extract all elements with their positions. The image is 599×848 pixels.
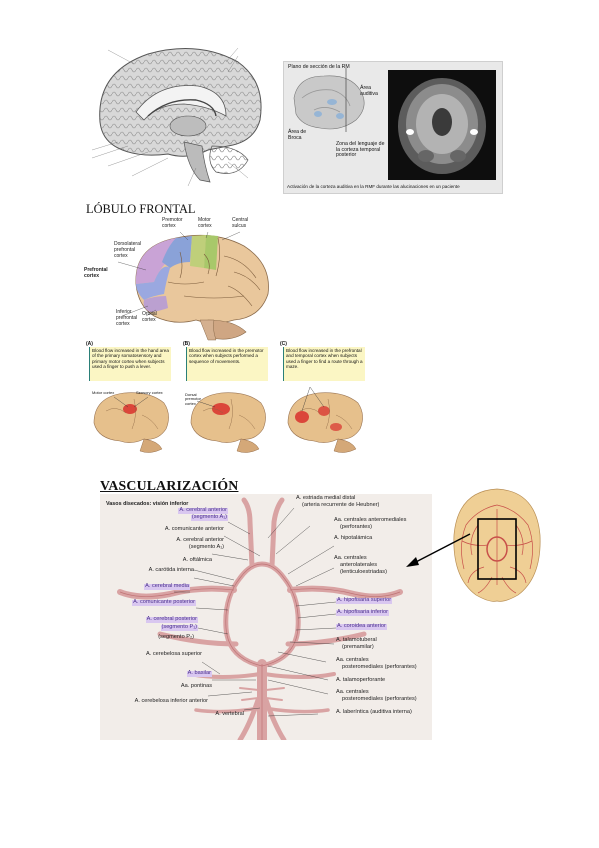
panel-letter: (B) [183, 341, 190, 347]
artery-label: A. laberíntica (auditiva interna) [336, 709, 412, 715]
panel-letter: (A) [86, 341, 93, 347]
artery-label: (segmento A₁) [188, 544, 224, 550]
artery-label: (arteria recurrente de Heubner) [302, 502, 380, 508]
panel-a: (A) Blood flow increased in the hand are… [86, 341, 176, 455]
frontal-lobe-illustration [117, 231, 269, 341]
fmri-figure: Plano de sección de la RM Área auditiva … [283, 61, 503, 194]
motor-label: Motor cortex [198, 217, 212, 229]
artery-label: (segmento P₁) [160, 624, 198, 631]
panel-caption: Blood flow increased in the hand area of… [89, 347, 171, 381]
sensory-cortex-label: Sensory cortex [136, 390, 163, 395]
premotor-label: Premotor cortex [162, 217, 183, 229]
panel-brain-illustration [287, 386, 363, 453]
artery-label: A. talamotuberal [336, 637, 377, 643]
artery-label: posteromediales (perforantes) [342, 664, 417, 670]
artery-label: A. hipofisaria inferior [336, 609, 389, 616]
panel-caption: Blood flow increased in the premotor cor… [186, 347, 268, 381]
artery-label: anterolaterales [340, 562, 378, 568]
pointer-arrow [406, 533, 471, 567]
artery-label: (premamilar) [342, 644, 374, 650]
artery-label: A. hipofisaria superior [336, 597, 393, 604]
sagittal-brain-illustration [91, 47, 262, 187]
artery-label: (segmento A₁) [190, 514, 228, 521]
panel-brain-illustration [190, 392, 266, 453]
central-sulcus-label: Central sulcus [232, 217, 249, 229]
artery-label: (segmento P₂) [158, 634, 194, 640]
artery-label: A. vertebral [215, 711, 244, 717]
artery-label: A. talamoperforante [336, 677, 386, 683]
artery-label: (perforantes) [340, 524, 373, 530]
motor-cortex-label: Motor cortex [92, 390, 115, 395]
ventral-brain-figure [448, 485, 546, 605]
sagittal-brain-figure [88, 42, 266, 188]
artery-label: A. basilar [186, 670, 212, 677]
prefrontal-cortex-label: Prefrontal cortex [84, 267, 108, 279]
artery-label: A. cerebral anterior [176, 537, 224, 543]
panel-brain-illustration [93, 392, 169, 453]
orbital-cortex-label: Orbital cortex [142, 311, 157, 323]
panel-letter: (C) [280, 341, 287, 347]
broca-area-label: Área de Broca [288, 129, 307, 141]
dorsal-premotor-label: Dorsal premotor cortex [185, 392, 202, 406]
auditory-area-label: Área auditiva [360, 85, 378, 97]
circle-of-willis-figure: Vasos disecados: visión inferior A. cere… [100, 494, 432, 740]
artery-label: A. cerebral anterior [178, 507, 228, 514]
frontal-lobe-title: LÓBULO FRONTAL [86, 202, 196, 216]
vasc-header: Vasos disecados: visión inferior [106, 501, 189, 507]
panel-caption: Blood flow increased in the prefrontal a… [283, 347, 365, 381]
panel-c: (C) Blood flow increased in the prefront… [280, 341, 370, 455]
artery-label: A. cerebral media [144, 583, 190, 590]
artery-label: (lenticuloestriadas) [340, 569, 387, 575]
artery-label: A. cerebelosa inferior anterior [134, 698, 208, 704]
artery-label: posteromediales (perforantes) [342, 696, 417, 702]
plane-label: Plano de sección de la RM [288, 64, 350, 70]
artery-label: Aa. pontinas [180, 683, 212, 689]
artery-label: Aa. centrales anteromediales [334, 517, 407, 523]
vascularization-title: VASCULARIZACIÓN [100, 478, 239, 493]
artery-label: A. coroidea anterior [336, 623, 387, 630]
artery-label: Aa. centrales [336, 689, 369, 695]
fmri-illustration [293, 68, 496, 180]
ventral-brain-illustration [453, 488, 541, 602]
artery-label: A. hipotalámica [334, 535, 373, 541]
fmri-caption: Activación de la corteza auditiva en la … [287, 184, 460, 189]
arteries-illustration [117, 497, 403, 740]
frontal-lobe-figure: Premotor cortex Motor cortex Central sul… [84, 216, 274, 342]
inferior-prefrontal-label: Inferior prefrontal cortex [116, 309, 138, 327]
artery-label: A. estriada medial distal [296, 495, 356, 501]
posterior-language-label: Zona del lenguaje de la corteza temporal… [336, 141, 385, 159]
artery-label: A. comunicante posterior [132, 599, 196, 606]
artery-label: A. comunicante anterior [164, 526, 224, 532]
artery-label: A. carótida interna [148, 567, 194, 573]
artery-label: Aa. centrales [334, 555, 367, 561]
artery-label: A. cerebelosa superior [146, 651, 202, 657]
panel-b: (B) Blood flow increased in the premotor… [183, 341, 273, 455]
artery-label: A. oftálmica [182, 557, 212, 563]
dorsolateral-label: Dorsolateral prefrontal cortex [114, 241, 141, 259]
artery-label: Aa. centrales [336, 657, 369, 663]
artery-label: A. cerebral posterior [145, 616, 198, 623]
